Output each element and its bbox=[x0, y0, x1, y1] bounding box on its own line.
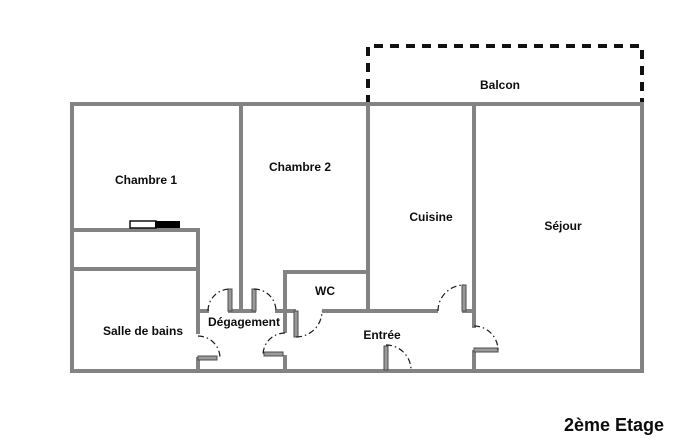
door-leaf-wc bbox=[293, 310, 299, 338]
room-label-entree: Entrée bbox=[363, 328, 401, 342]
furniture-black-segment bbox=[155, 221, 180, 228]
door-arc-degagement-entree bbox=[262, 332, 286, 356]
furniture-mark bbox=[129, 220, 180, 229]
door-arc-cuisine bbox=[437, 284, 465, 312]
furniture-white-segment bbox=[129, 220, 157, 229]
balcony-outline bbox=[366, 44, 644, 104]
door-leaf-chambre2 bbox=[251, 288, 257, 312]
floor-title: 2ème Etage bbox=[563, 415, 665, 435]
room-label-wc: WC bbox=[315, 284, 335, 298]
room-label-salle-de-bains: Salle de bains bbox=[102, 324, 184, 338]
door-leaf-cuisine bbox=[461, 284, 467, 312]
door-leaf-sejour bbox=[473, 347, 499, 353]
door-leaf-salle-de-bains bbox=[197, 355, 218, 361]
room-label-balcon: Balcon bbox=[479, 78, 521, 92]
door-leaves bbox=[197, 284, 499, 371]
door-arc-chambre1 bbox=[207, 288, 231, 312]
door-leaf-chambre1 bbox=[227, 288, 233, 312]
door-arc-entree bbox=[385, 344, 412, 371]
door-arc-chambre2 bbox=[253, 288, 277, 312]
interior-walls bbox=[70, 102, 476, 373]
room-label-sejour: Séjour bbox=[544, 219, 582, 233]
room-label-cuisine: Cuisine bbox=[409, 210, 453, 224]
door-leaf-entree bbox=[383, 345, 389, 371]
door-swing-arcs bbox=[197, 284, 499, 371]
door-arc-wc bbox=[295, 310, 323, 338]
door-arc-sejour bbox=[473, 325, 499, 351]
room-label-degagement: Dégagement bbox=[207, 315, 281, 329]
door-leaf-degagement-entree bbox=[263, 351, 284, 357]
room-label-chambre1: Chambre 1 bbox=[114, 173, 178, 187]
room-label-chambre2: Chambre 2 bbox=[268, 160, 332, 174]
outer-walls bbox=[70, 102, 644, 373]
door-arc-salle-de-bains bbox=[197, 335, 221, 359]
